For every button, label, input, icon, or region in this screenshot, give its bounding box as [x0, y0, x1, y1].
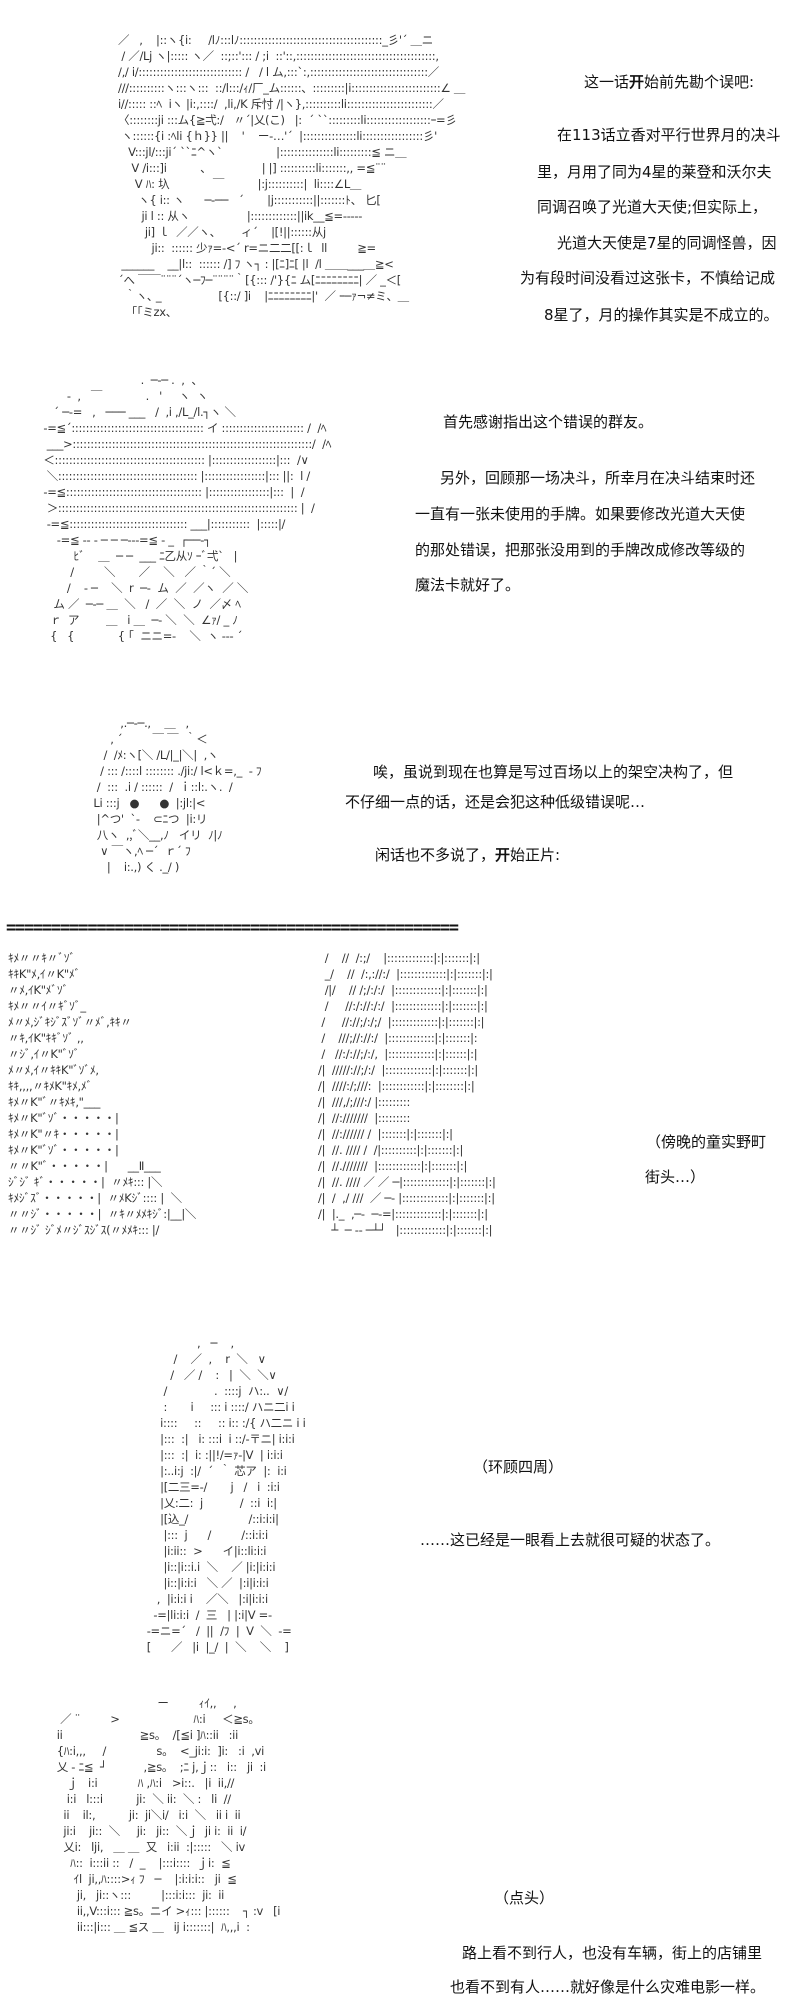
ascii-art-street-left: ｷﾒ〃〃ｷ〃ﾞｿﾞ ｷｷK"ﾒ,ｲ〃K"ﾒﾞ 〃ﾒ,ｲK"ﾒﾞｿﾞ ｷﾒ〃〃ｲ〃… — [8, 951, 197, 1237]
text-line: 首先感谢指出这个错误的群友。 — [443, 413, 654, 431]
text-line: ……这已经是一眼看上去就很可疑的状态了。 — [420, 1531, 721, 1549]
text-line: 在113话立香对平行世界月的决斗 — [557, 126, 781, 144]
text-line: 为有段时间没看过这张卡，不慎给记成 — [520, 269, 776, 287]
text-line: 闲话也不多说了，开始正片: — [375, 846, 561, 864]
text-line: 魔法卡就好了。 — [415, 576, 521, 594]
text-line: 另外，回顾那一场决斗，所幸月在决斗结束时还 — [440, 469, 756, 487]
text-line: 也看不到有人……就好像是什么灾难电影一样。 — [450, 1978, 766, 1996]
text-line: （傍晚的童实野町 — [646, 1133, 767, 1151]
text-line: （环顾四周） — [473, 1458, 564, 1476]
text-line: 一直有一张未使用的手牌。如果要修改光道大天使 — [415, 505, 746, 523]
text-line: 路上看不到行人，也没有车辆，街上的店铺里 — [462, 1944, 763, 1962]
text-line: 的那处错误，把那张没用到的手牌改成修改等级的 — [415, 541, 746, 559]
ascii-art-character-2: . ─‐─ . , 、 ‐ , ￣ . ' ヽ ヽ ´ ─-= , ─── __… — [43, 373, 332, 643]
text-line: （点头） — [494, 1889, 555, 1907]
text-line: 同调召唤了光道大天使;但实际上， — [537, 198, 768, 216]
text-line: 这一话开始前先勘个误吧: — [584, 73, 755, 91]
text-line: 唉，虽说到现在也算是写过百场以上的架空决构了，但 — [373, 763, 734, 781]
text-line: 8星了，月的操作其实是不成立的。 — [544, 306, 779, 324]
text-line: 光道大天使是7星的同调怪兽，因 — [557, 234, 777, 252]
text-line: 街头…） — [645, 1168, 706, 1186]
ascii-art-character-3: ,.─‐─., ＿ , , ´ ￣ ￣ ｀＜ / /ﾒ:ヽ[＼ /L/|_|＼|… — [93, 716, 262, 874]
ascii-art-street-buildings: / // /:;/ |:::::::::::::|:|:::::::|:| _/… — [318, 951, 496, 1237]
section-separator: ========================================… — [6, 918, 459, 938]
text-line: 里，月用了同为4星的莱登和沃尔夫 — [537, 163, 772, 181]
ascii-art-character-4: , ─ , / ／ , r ＼ ∨ / ／ / : | ＼ ＼∨ / . :::… — [146, 1336, 306, 1654]
ascii-art-character-5: ー ｨｲ,, , ／ ¨ > ﾊ:i ＜≧s。 ii ≧s。 /[≦i ]ﾊ::… — [56, 1696, 281, 1934]
text-line: 不仔细一点的话，还是会犯这种低级错误呢… — [345, 793, 646, 811]
ascii-art-character-1: ／ , |::ヽ{i: /lﾉ:::lﾉ::::::::::::::::::::… — [118, 33, 466, 319]
